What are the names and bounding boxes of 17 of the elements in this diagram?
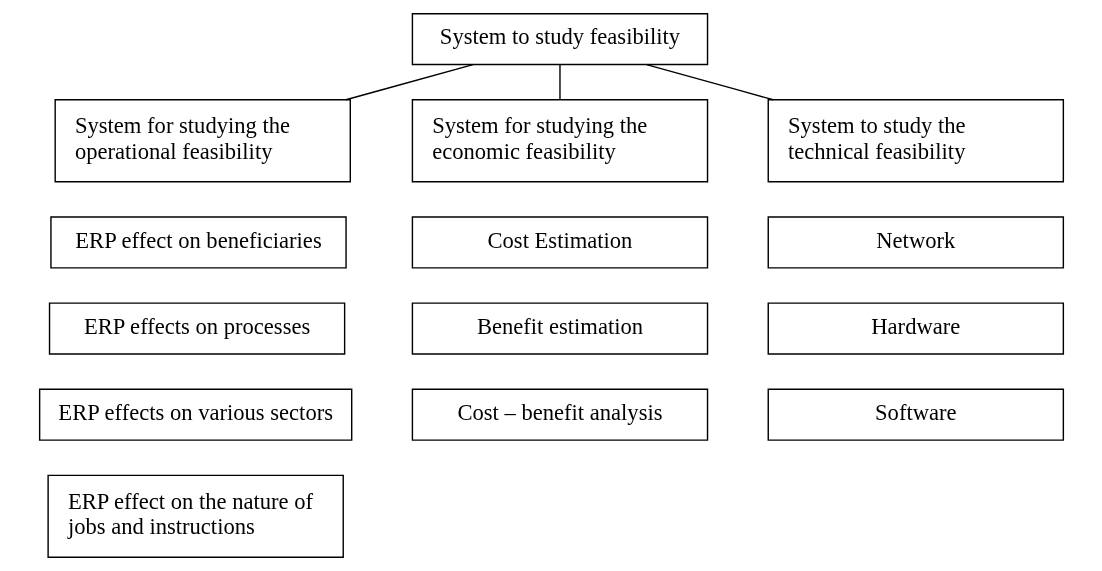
node-box: System to study feasibility <box>411 13 708 66</box>
node-box: Cost – benefit analysis <box>411 388 708 441</box>
node-box: ERP effects on various sectors <box>38 388 352 441</box>
node-box: Cost Estimation <box>411 216 708 269</box>
connector <box>558 64 561 101</box>
connector <box>344 63 474 101</box>
node-box: Benefit estimation <box>411 302 708 355</box>
node-box: System for studying the economic feasibility <box>411 99 708 183</box>
node-box: System to study the technical feasibility <box>767 99 1064 183</box>
node-box: System for studying the operational feasibility <box>53 99 351 183</box>
node-box: ERP effect on the nature of jobs and instructions <box>46 474 344 558</box>
node-box: Network <box>767 216 1064 269</box>
connector <box>645 63 774 101</box>
node-box: ERP effect on beneficiaries <box>49 216 347 269</box>
node-box: Hardware <box>767 302 1064 355</box>
node-box: ERP effects on processes <box>48 302 345 355</box>
node-box: Software <box>767 388 1064 441</box>
